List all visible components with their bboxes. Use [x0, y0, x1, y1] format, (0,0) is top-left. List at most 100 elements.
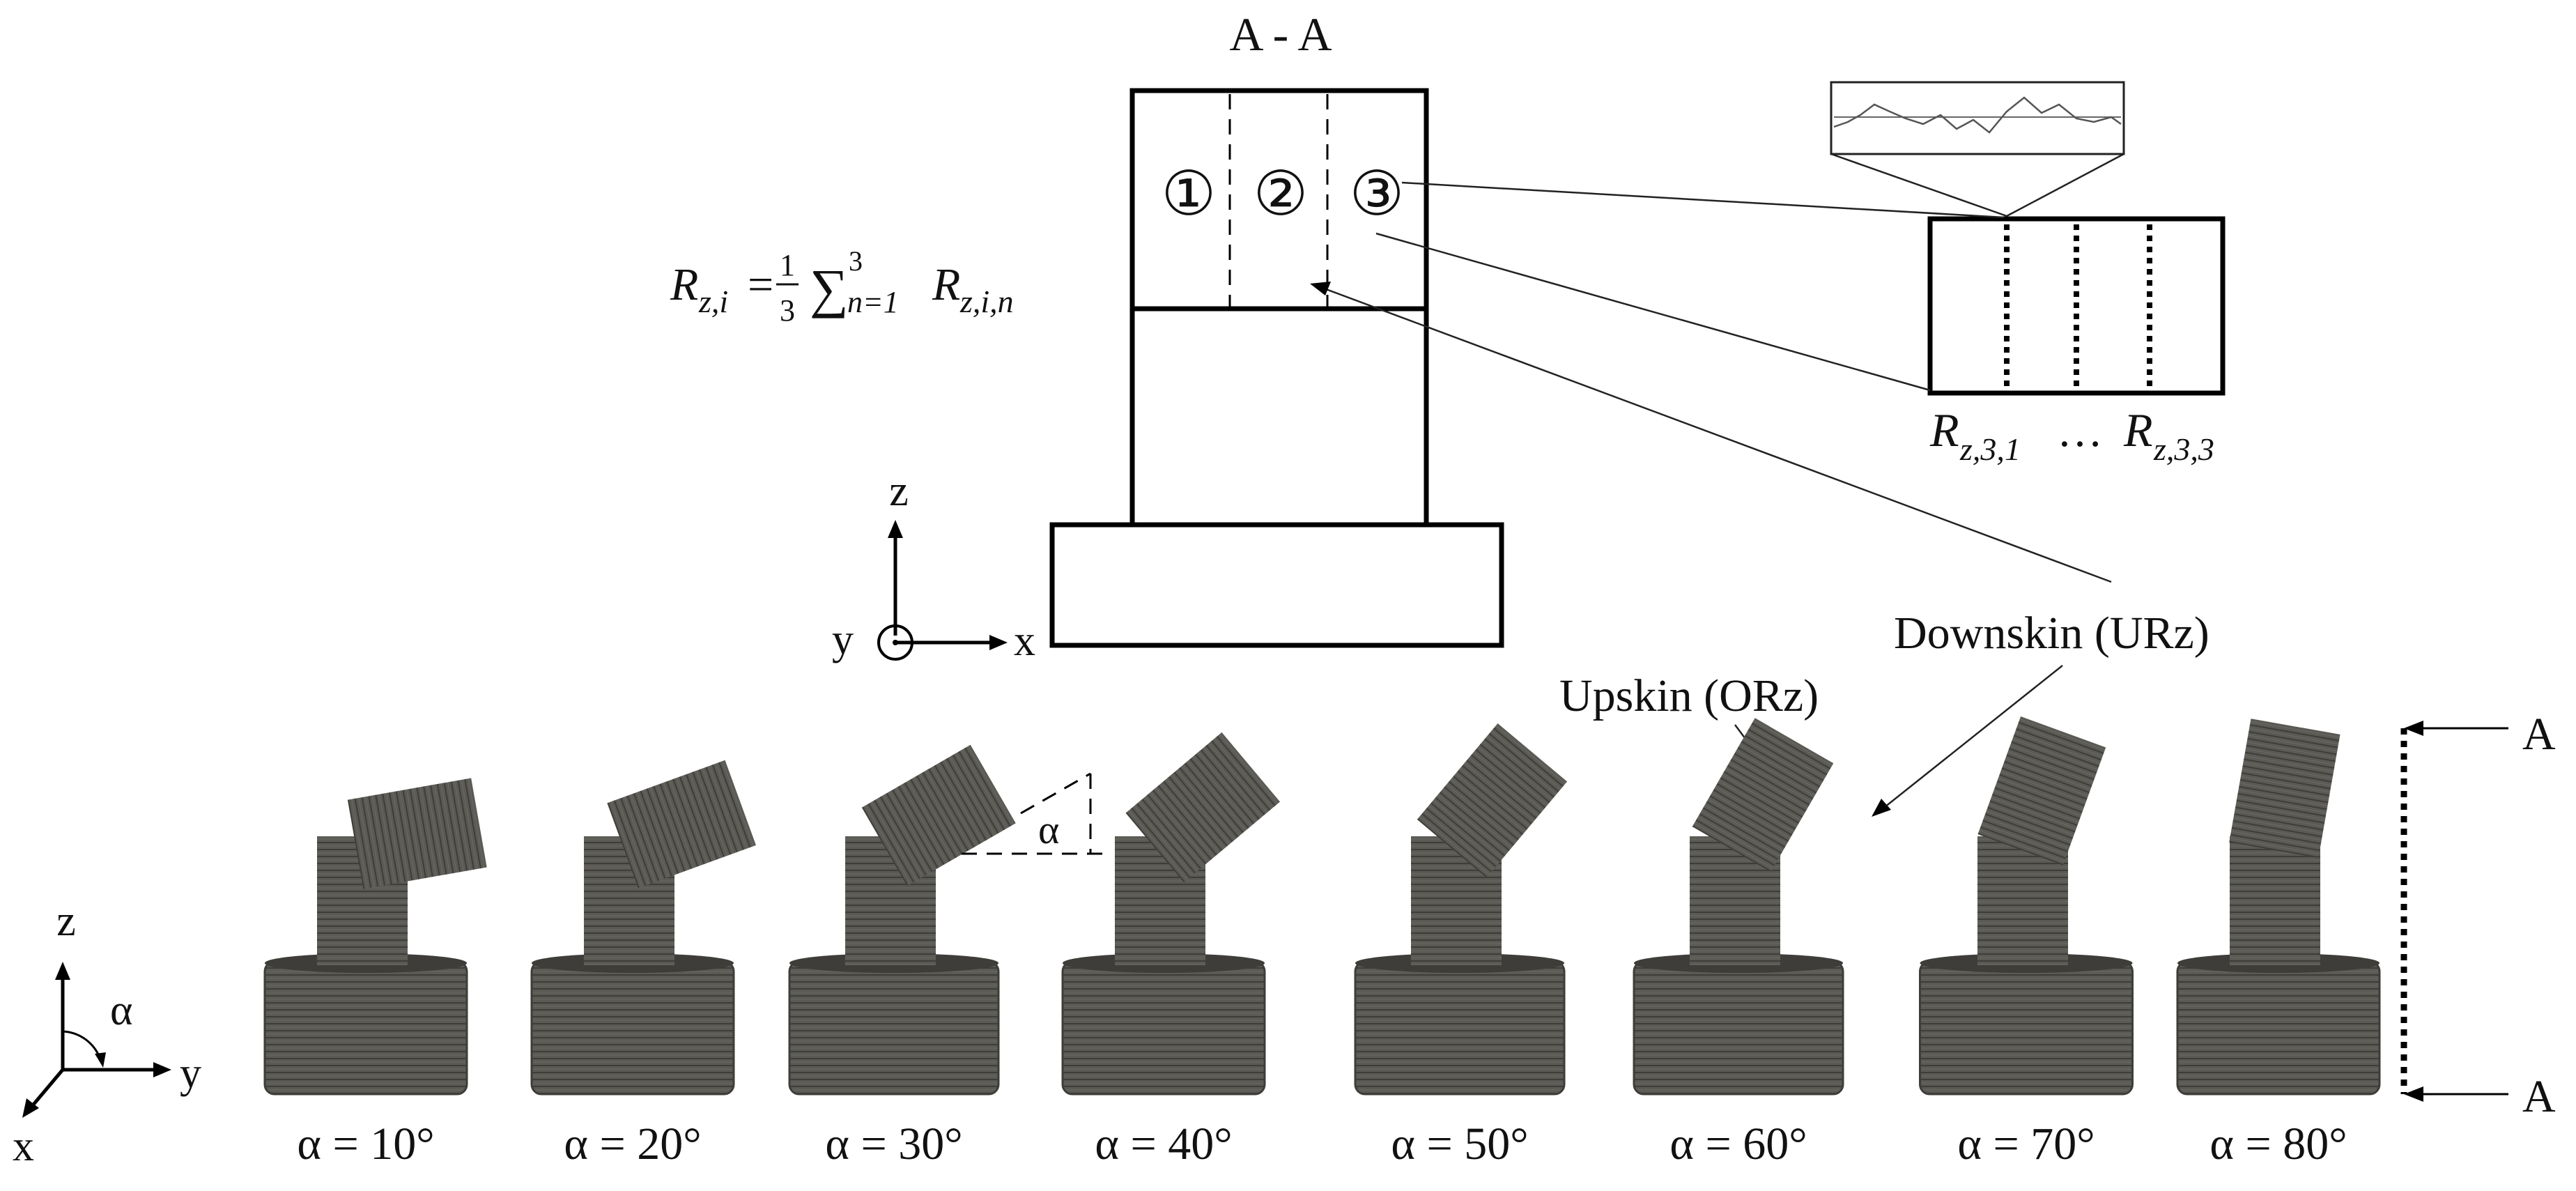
sample-50-inclined [1417, 723, 1568, 878]
detail-first-sub: z,3,1 [1959, 431, 2021, 467]
sample-y-arrowhead [153, 1062, 171, 1077]
sample-label-40: α = 40° [1095, 1119, 1232, 1169]
formula-sigma: ∑ [810, 258, 849, 318]
section-title: A - A [1229, 8, 1332, 61]
profile-box [1830, 81, 2125, 155]
sample-y-label: y [180, 1050, 201, 1097]
sample-30 [788, 744, 1016, 1096]
downskin-label: Downskin (URz) [1894, 608, 2209, 659]
sample-x-arrowhead [22, 1098, 39, 1118]
sample-50-base [1354, 960, 1566, 1096]
downskin-leader [1881, 665, 2063, 810]
sample-60-inclined [1692, 718, 1834, 873]
formula-rhs-sub: z,i,n [959, 284, 1014, 319]
sample-x-label: x [13, 1123, 34, 1170]
sample-60-base [1633, 960, 1844, 1096]
cut-label-bottom: A [2522, 1071, 2556, 1122]
section-z-label: z [889, 468, 909, 515]
lower-strut-box [1129, 306, 1429, 528]
sample-80 [2176, 719, 2381, 1096]
sample-80-base [2176, 960, 2381, 1096]
cut-marker: A A [2400, 709, 2556, 1122]
section-x-label: x [1014, 617, 1035, 665]
sample-z-arrowhead [55, 962, 70, 980]
cut-arrow-top-head [2404, 721, 2423, 736]
formula-equals: = [748, 259, 773, 310]
sample-label-70: α = 70° [1957, 1119, 2095, 1169]
detail-labels: R z,3,1 … R z,3,3 [1929, 404, 2214, 467]
formula-frac-num: 1 [780, 248, 795, 282]
detail-view: R z,3,1 … R z,3,3 [1375, 81, 2226, 467]
sample-30-base [788, 960, 1000, 1096]
section-view: A - A ① ② ③ R z,i = 1 3 ∑ 3 n=1 R z,i,n [670, 8, 2112, 665]
detail-ellipsis: … [2057, 406, 2103, 456]
downskin-pointer-line [1320, 286, 2112, 583]
sample-40 [1061, 732, 1281, 1096]
formula-sum-lower: n=1 [847, 285, 899, 319]
averaging-formula: R z,i = 1 3 ∑ 3 n=1 R z,i,n [670, 245, 1014, 328]
profile-taper-right [2006, 153, 2124, 217]
zone-1-label: ① [1162, 161, 1217, 229]
sample-label-80: α = 80° [2209, 1119, 2347, 1169]
sample-alpha-arc-head [95, 1052, 106, 1068]
sample-label-20: α = 20° [564, 1119, 701, 1169]
sample-10 [263, 778, 487, 1096]
callouts: Downskin (URz) Upskin (ORz) [1559, 608, 2209, 817]
section-z-arrowhead [888, 520, 903, 538]
alpha-marker-label: α [1038, 807, 1059, 852]
zone3-leader-top [1401, 181, 2005, 219]
sample-80-strut [2230, 836, 2320, 965]
sample-20-base [530, 960, 735, 1096]
sample-10-inclined [347, 778, 487, 889]
alpha-inclined-ref [1020, 772, 1091, 815]
formula-rhs-var: R [932, 259, 960, 310]
sample-axes: z α y x [13, 898, 201, 1170]
upskin-label: Upskin (ORz) [1559, 670, 1819, 721]
base-plate-box [1049, 522, 1504, 648]
sample-x-axis [28, 1068, 64, 1111]
alpha-angle-marker: α [962, 772, 1108, 855]
sample-70-base [1919, 960, 2134, 1096]
section-axes: z y x [832, 468, 1035, 665]
profile-trace [1833, 96, 2122, 134]
formula-lhs-sub: z,i [698, 284, 728, 319]
section-y-dot [893, 640, 898, 645]
formula-lhs-var: R [670, 259, 698, 310]
sample-70 [1919, 716, 2134, 1096]
formula-frac-den: 3 [780, 293, 795, 328]
detail-last-var: R [2123, 404, 2153, 456]
zone-3-detail-box [1927, 216, 2226, 396]
sample-alpha-label: α [110, 987, 132, 1034]
sample-70-inclined [1977, 716, 2106, 866]
sample-10-base [263, 960, 468, 1096]
section-y-label: y [832, 616, 854, 663]
profile-taper-left [1830, 153, 2007, 217]
sample-40-base [1061, 960, 1266, 1096]
sample-labels: α = 10° α = 20° α = 30° α = 40° α = 50° … [297, 1119, 2347, 1169]
sample-label-10: α = 10° [297, 1119, 434, 1169]
sample-alpha-arc [62, 1030, 102, 1060]
printed-samples [263, 716, 2381, 1096]
cut-arrow-bottom-head [2404, 1086, 2423, 1102]
sample-30-inclined [861, 744, 1016, 886]
sample-80-inclined [2229, 719, 2340, 859]
downskin-pointer-head [1310, 282, 1331, 295]
formula-sum-upper: 3 [849, 245, 863, 277]
section-x-arrowhead [989, 635, 1008, 650]
downskin-leader-head [1872, 799, 1891, 817]
sample-z-label: z [56, 898, 76, 945]
sample-20-inclined [607, 760, 756, 889]
zone3-leader-bottom [1375, 232, 1931, 392]
sample-20 [530, 760, 756, 1096]
cut-label-top: A [2522, 709, 2556, 760]
detail-first-var: R [1929, 404, 1959, 456]
sample-label-60: α = 60° [1669, 1119, 1807, 1169]
sample-40-inclined [1125, 732, 1281, 883]
sample-50 [1354, 723, 1568, 1096]
section-y-circle [877, 624, 913, 661]
zone-2-label: ② [1254, 161, 1309, 229]
sample-60 [1633, 718, 1844, 1096]
sample-label-50: α = 50° [1391, 1119, 1528, 1169]
zone-3-label: ③ [1350, 161, 1405, 229]
